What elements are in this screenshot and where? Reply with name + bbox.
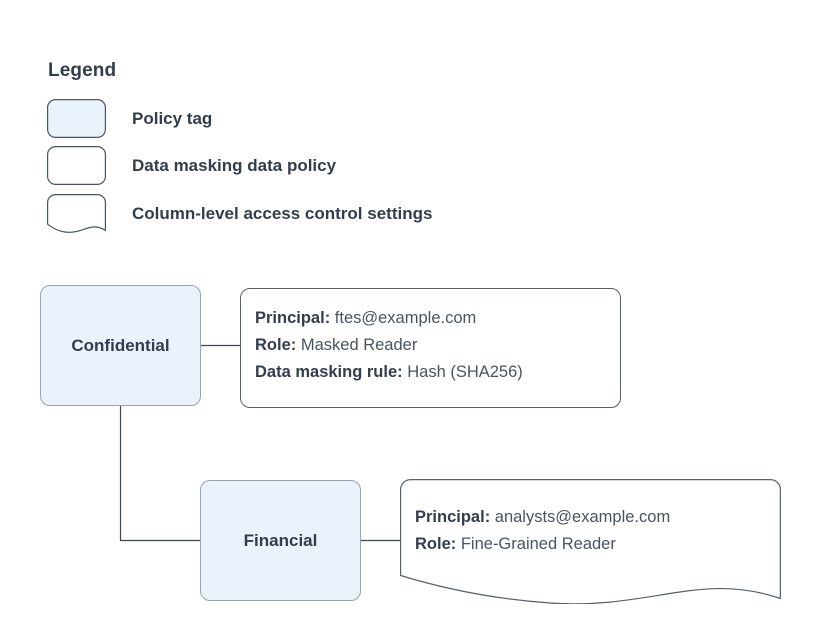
legend-title: Legend [48, 60, 117, 81]
node-label: Financial [243, 530, 318, 550]
detail-line: Principal: ftes@example.com [255, 305, 523, 332]
data-masking-policy-swatch-icon [47, 146, 106, 185]
detail-box-confidential[interactable]: Principal: ftes@example.com Role: Masked… [240, 288, 621, 408]
legend-item-label: Policy tag [132, 109, 213, 128]
detail-key: Principal: [255, 309, 331, 327]
legend-item-label: Data masking data policy [132, 156, 337, 175]
column-access-settings-swatch-icon [47, 194, 106, 233]
detail-value: Masked Reader [300, 336, 418, 354]
detail-key: Data masking rule: [255, 363, 403, 381]
detail-text-block: Principal: ftes@example.com Role: Masked… [255, 305, 523, 386]
policy-tag-swatch-icon [47, 99, 106, 138]
detail-value: ftes@example.com [334, 309, 477, 327]
detail-line: Role: Fine-Grained Reader [415, 531, 670, 558]
node-financial[interactable]: Financial [200, 480, 361, 601]
legend-item-label: Column-level access control settings [132, 204, 433, 223]
detail-line: Role: Masked Reader [255, 332, 523, 359]
node-confidential[interactable]: Confidential [40, 285, 201, 406]
document-shape-icon [400, 479, 781, 604]
legend-item-policy-tag: Policy tag [47, 99, 587, 139]
detail-text-block: Principal: analysts@example.com Role: Fi… [415, 504, 670, 558]
edge-confidential-to-financial [119, 406, 200, 542]
detail-box-financial[interactable]: Principal: analysts@example.com Role: Fi… [400, 479, 781, 604]
detail-key: Principal: [415, 508, 491, 526]
node-label: Confidential [71, 335, 170, 355]
legend-item-data-masking-policy: Data masking data policy [47, 146, 587, 186]
detail-key: Role: [415, 535, 457, 553]
detail-value: Hash (SHA256) [407, 363, 523, 381]
detail-line: Data masking rule: Hash (SHA256) [255, 359, 523, 386]
detail-line: Principal: analysts@example.com [415, 504, 670, 531]
legend-item-column-access-settings: Column-level access control settings [47, 194, 587, 234]
detail-value: analysts@example.com [494, 508, 671, 526]
detail-key: Role: [255, 336, 297, 354]
detail-value: Fine-Grained Reader [460, 535, 616, 553]
